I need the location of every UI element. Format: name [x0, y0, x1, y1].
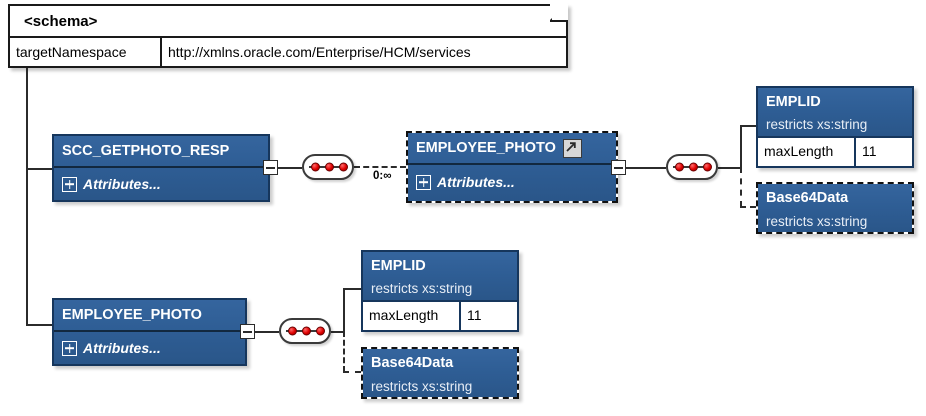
- attributes-row-employee-photo-global[interactable]: Attributes...: [54, 332, 245, 364]
- line-employee-photo-global-to-sequence: [255, 331, 279, 333]
- node-title-base64data-bottom: Base64Data: [371, 355, 454, 371]
- line-employee-photo-ref-to-sequence: [626, 167, 666, 169]
- facet-value-maxlength: 11: [467, 307, 482, 323]
- line-to-base64data-top: [740, 206, 756, 208]
- collapse-toggle-employee-photo-ref[interactable]: [611, 160, 626, 175]
- node-base64data-bottom[interactable]: Base64Data restricts xs:string: [361, 347, 519, 399]
- sequence-dot: [675, 162, 684, 172]
- sequence-compositor-2[interactable]: [666, 154, 718, 180]
- schema-box: <schema> targetNamespace http://xmlns.or…: [8, 2, 568, 68]
- node-subtype-emplid-bottom: restricts xs:string: [371, 281, 473, 296]
- schema-attribute-name: targetNamespace: [10, 38, 162, 66]
- facet-row-emplid-top: maxLength 11: [756, 138, 914, 168]
- schema-attribute-value: http://xmlns.oracle.com/Enterprise/HCM/s…: [168, 44, 471, 60]
- external-link-icon[interactable]: [562, 138, 582, 158]
- sequence-dot: [325, 162, 334, 172]
- attributes-label: Attributes...: [437, 174, 515, 190]
- branch-up-to-emplid-bottom: [343, 288, 345, 333]
- attributes-row-employee-photo-ref[interactable]: Attributes...: [408, 165, 616, 199]
- expand-plus-icon[interactable]: [62, 340, 77, 356]
- facet-name-maxlength: maxLength: [363, 302, 461, 330]
- sequence-dot: [288, 326, 297, 336]
- sequence-dot: [302, 326, 311, 336]
- node-emplid-bottom[interactable]: EMPLID restricts xs:string: [361, 250, 519, 302]
- folded-corner-icon: [550, 2, 568, 22]
- sequence-dot: [689, 162, 698, 172]
- schema-trunk-line: [26, 68, 28, 326]
- facet-row-emplid-bottom: maxLength 11: [361, 302, 519, 332]
- line-scc-to-sequence: [278, 167, 302, 169]
- line-sequence3-out: [331, 331, 345, 333]
- node-title-base64data-top: Base64Data: [766, 190, 849, 206]
- branch-line-to-employee-photo: [26, 324, 52, 326]
- branch-down-to-base64data-top: [740, 167, 742, 207]
- sequence-dot: [339, 162, 348, 172]
- node-scc-getphoto-resp[interactable]: SCC_GETPHOTO_RESP Attributes...: [52, 134, 270, 202]
- line-to-emplid-top: [740, 125, 756, 127]
- sequence-compositor-3[interactable]: [279, 318, 331, 344]
- branch-up-to-emplid-top: [740, 125, 742, 169]
- facet-value-maxlength: 11: [862, 143, 877, 159]
- cardinality-employee-photo-ref: 0:∞: [373, 170, 392, 182]
- schema-attribute-row: targetNamespace http://xmlns.oracle.com/…: [10, 38, 566, 66]
- node-emplid-top[interactable]: EMPLID restricts xs:string: [756, 86, 914, 138]
- node-employee-photo-global[interactable]: EMPLOYEE_PHOTO Attributes...: [52, 298, 247, 366]
- node-subtype-base64data-bottom: restricts xs:string: [371, 378, 473, 394]
- facet-name-maxlength: maxLength: [758, 138, 856, 166]
- attributes-label: Attributes...: [83, 176, 161, 192]
- line-sequence-to-employee-photo-ref: [354, 166, 406, 168]
- sequence-dot: [316, 326, 325, 336]
- node-header-employee-photo-ref: EMPLOYEE_PHOTO: [408, 133, 616, 165]
- sequence-dot: [703, 162, 712, 172]
- node-employee-photo-ref[interactable]: EMPLOYEE_PHOTO Attributes...: [406, 131, 618, 203]
- schema-title: <schema>: [10, 6, 566, 38]
- branch-down-to-base64data-bottom: [343, 331, 345, 372]
- node-title-emplid-bottom: EMPLID: [371, 257, 426, 274]
- node-title-employee-photo-global: EMPLOYEE_PHOTO: [54, 300, 245, 332]
- branch-line-to-scc: [26, 168, 52, 170]
- node-subtype-base64data-top: restricts xs:string: [766, 213, 868, 229]
- node-title-employee-photo-ref: EMPLOYEE_PHOTO: [416, 140, 556, 156]
- node-subtype-emplid-top: restricts xs:string: [766, 117, 868, 132]
- expand-plus-icon[interactable]: [416, 174, 431, 190]
- node-base64data-top[interactable]: Base64Data restricts xs:string: [756, 182, 914, 234]
- line-to-emplid-bottom: [343, 288, 361, 290]
- line-sequence2-out: [718, 167, 742, 169]
- collapse-toggle-scc[interactable]: [263, 160, 278, 175]
- attributes-label: Attributes...: [83, 340, 161, 356]
- sequence-compositor-1[interactable]: [302, 154, 354, 180]
- attributes-row-scc[interactable]: Attributes...: [54, 168, 268, 200]
- sequence-dot: [311, 162, 320, 172]
- node-title-scc-getphoto-resp: SCC_GETPHOTO_RESP: [54, 136, 268, 168]
- line-to-base64data-bottom: [343, 371, 361, 373]
- collapse-toggle-employee-photo-global[interactable]: [240, 324, 255, 339]
- expand-plus-icon[interactable]: [62, 176, 77, 192]
- node-title-emplid-top: EMPLID: [766, 93, 821, 110]
